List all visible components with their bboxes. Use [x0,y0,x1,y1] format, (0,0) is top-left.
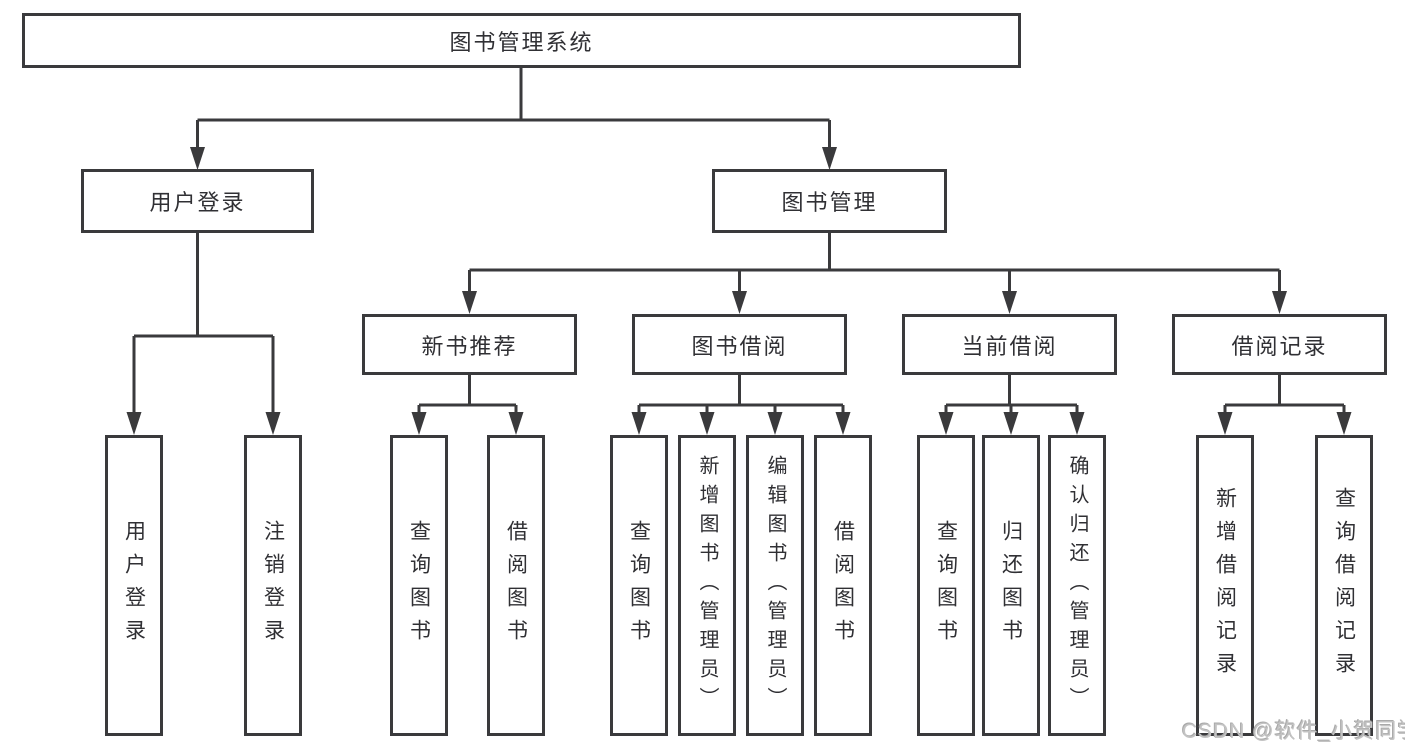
node-user-login-branch: 用户登录 [81,169,314,233]
node-label: 查询图书 [407,519,431,652]
node-label: 借阅记录 [1231,333,1328,359]
arrow-down-icon [631,412,647,435]
node-label: 新增借阅记录 [1213,486,1237,685]
arrow-down-icon [411,412,427,435]
arrow-down-icon [732,291,747,314]
records-group-connectors [1217,375,1352,435]
node-leaf-add-book-admin: 新增图书（管理员） [678,435,736,736]
arrow-down-icon [835,412,851,435]
node-leaf-user-login: 用户登录 [105,435,163,736]
root-connectors [190,68,837,170]
node-label: 图书借阅 [691,333,788,359]
node-book-borrowing: 图书借阅 [632,314,847,375]
node-label: 归还图书 [999,519,1023,652]
node-label: 新增图书（管理员） [696,455,718,716]
borrow-group-connectors [631,375,851,435]
node-label: 查询借阅记录 [1332,486,1356,685]
node-leaf-borrow-books-2: 借阅图书 [814,435,872,736]
node-new-book-recommend: 新书推荐 [362,314,577,375]
current-group-connectors [938,375,1085,435]
node-label: 图书管理 [781,190,878,215]
arrow-down-icon [1002,291,1017,314]
node-leaf-borrow-books-1: 借阅图书 [487,435,545,736]
node-label: 查询图书 [627,519,651,652]
arrow-down-icon [508,412,524,435]
node-leaf-query-books-3: 查询图书 [917,435,975,736]
node-label: 用户登录 [122,519,146,652]
node-leaf-query-books-2: 查询图书 [610,435,668,736]
node-label: 图书管理系统 [449,29,594,55]
node-label: 借阅图书 [831,519,855,652]
node-label: 查询图书 [934,519,958,652]
node-label: 当前借阅 [961,333,1058,359]
arrow-down-icon [1069,412,1085,435]
node-label: 用户登录 [149,190,246,215]
arrow-down-icon [938,412,954,435]
watermark: CSDN @软件_小贺同学 [1182,720,1405,743]
node-label: 注销登录 [261,519,285,652]
node-borrowing-records: 借阅记录 [1172,314,1387,375]
node-leaf-add-borrow-record: 新增借阅记录 [1196,435,1254,736]
node-leaf-query-books-1: 查询图书 [390,435,448,736]
arrow-down-icon [190,147,205,170]
node-label: 借阅图书 [504,519,528,652]
arrow-down-icon [822,147,837,170]
arrow-down-icon [265,412,281,435]
node-leaf-query-borrow-record: 查询借阅记录 [1315,435,1373,736]
node-book-management: 图书管理 [712,169,947,233]
new-book-group-connectors [411,375,524,435]
arrow-down-icon [1217,412,1233,435]
arrow-down-icon [462,291,477,314]
user-branch-connectors [126,233,281,435]
node-label: 编辑图书（管理员） [764,455,786,716]
arrow-down-icon [1003,412,1019,435]
arrow-down-icon [126,412,142,435]
arrow-down-icon [1336,412,1352,435]
node-leaf-logout: 注销登录 [244,435,302,736]
arrow-down-icon [1272,291,1287,314]
node-leaf-edit-book-admin: 编辑图书（管理员） [746,435,804,736]
arrow-down-icon [699,412,715,435]
management-branch-connectors [462,233,1287,314]
arrow-down-icon [767,412,783,435]
node-label: 确认归还（管理员） [1066,455,1088,716]
node-leaf-return-book: 归还图书 [982,435,1040,736]
node-library-system: 图书管理系统 [22,13,1021,68]
node-leaf-confirm-return-admin: 确认归还（管理员） [1048,435,1106,736]
node-current-borrowing: 当前借阅 [902,314,1117,375]
node-label: 新书推荐 [421,333,518,359]
